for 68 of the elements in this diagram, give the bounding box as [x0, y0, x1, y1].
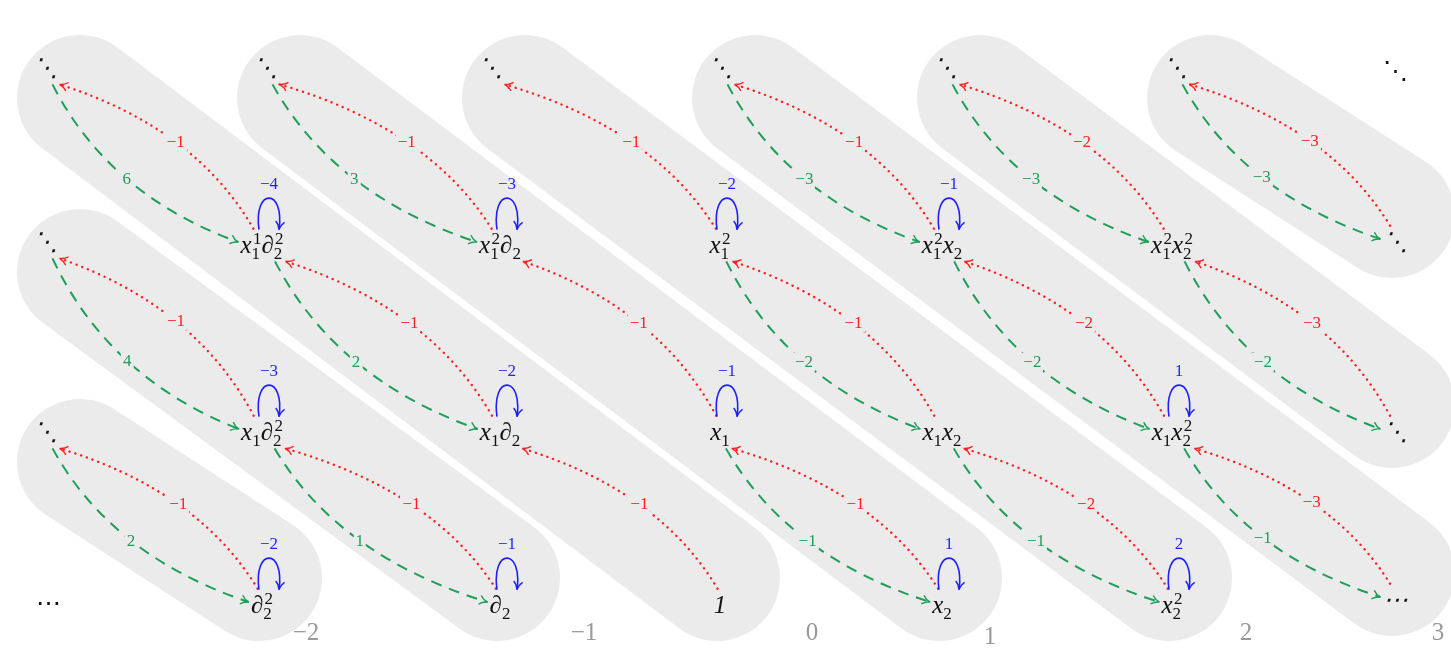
edge-label: −1 [620, 132, 643, 152]
math-term: ∂$_{2}$ [489, 590, 511, 620]
edge-label: −3 [1300, 313, 1324, 333]
ellipsis: ⋯ [35, 587, 61, 617]
edge-label: −1 [395, 132, 418, 152]
edge-label: −3 [258, 361, 280, 380]
band-number: −2 [292, 618, 320, 646]
math-term: ⋱ [932, 53, 958, 83]
edge-label: −4 [258, 174, 280, 193]
edge-label: −2 [1070, 132, 1093, 152]
band-number: 3 [1431, 618, 1445, 646]
math-term: x$_{2}$ [932, 590, 952, 620]
edge-label: −2 [1021, 352, 1044, 372]
edge-label: −3 [1300, 493, 1323, 512]
edge-label: −1 [496, 534, 518, 553]
edge-label: −1 [938, 174, 960, 193]
math-term: x$_{1}$$^{2}$∂$_{2}$ [479, 230, 521, 260]
edge-label: −2 [792, 352, 815, 372]
edge-label: −2 [1251, 352, 1274, 372]
math-term: x$_{1}$ [710, 417, 730, 447]
band-number: 0 [805, 618, 819, 646]
math-term: x$_{1}$$^{2}$x$_{2}$ [921, 230, 963, 260]
math-term: 1 [713, 590, 727, 620]
math-term: ⋱ [1382, 227, 1408, 257]
edge-label: 2 [1173, 534, 1185, 553]
band-number: 2 [1239, 618, 1253, 646]
edge-label: −3 [496, 174, 518, 193]
edge-label: 1 [1173, 361, 1185, 380]
edge-label: −2 [258, 534, 280, 553]
edge-label: −3 [793, 169, 816, 189]
edge-label: −1 [716, 361, 738, 380]
edge-label: −1 [844, 495, 867, 514]
edge-label: −1 [400, 495, 423, 514]
edge-label: −2 [1075, 495, 1098, 514]
edge-label: −1 [167, 495, 190, 514]
math-term: x$_{1}$x$_{2}$ [922, 417, 962, 447]
edge-label: −1 [796, 531, 819, 550]
math-term: ⋱ [1382, 417, 1408, 447]
edge-label: −1 [1251, 528, 1274, 547]
math-term: ⋱ [32, 53, 58, 83]
edge-label: −2 [716, 174, 738, 193]
edge-label: −1 [628, 495, 651, 514]
math-term: x$_{1}$∂$_{2}$ [479, 417, 521, 447]
edge-label: −1 [843, 132, 866, 152]
edge-label: −1 [842, 313, 865, 333]
edge-label: −1 [627, 313, 650, 333]
edge-label: −3 [1298, 131, 1321, 151]
math-term: ⋱ [707, 53, 733, 83]
edge-label: 1 [943, 534, 955, 553]
edge-label: −1 [1025, 531, 1048, 550]
edge-label: −1 [398, 313, 421, 333]
edge-label: −1 [164, 311, 187, 331]
edge-label: −1 [164, 132, 187, 152]
math-term: ⋱ [252, 53, 278, 83]
math-term: ⋱ [32, 417, 58, 447]
math-term: ⋱ [32, 227, 58, 257]
band-number: 1 [983, 622, 997, 650]
band-number: −1 [570, 618, 598, 646]
math-term: ⋱ [477, 53, 503, 83]
edge-label: −3 [1020, 169, 1043, 189]
edge-label: 4 [120, 351, 134, 371]
edge-label: 3 [348, 169, 361, 189]
math-term: ⋱ [1162, 53, 1188, 83]
math-term: ⋯ [1382, 585, 1408, 615]
ellipsis: ⋱ [1382, 55, 1408, 85]
edge-label: −2 [1073, 313, 1096, 333]
edge-label: −2 [496, 361, 518, 380]
edge-label: −3 [1250, 167, 1273, 187]
